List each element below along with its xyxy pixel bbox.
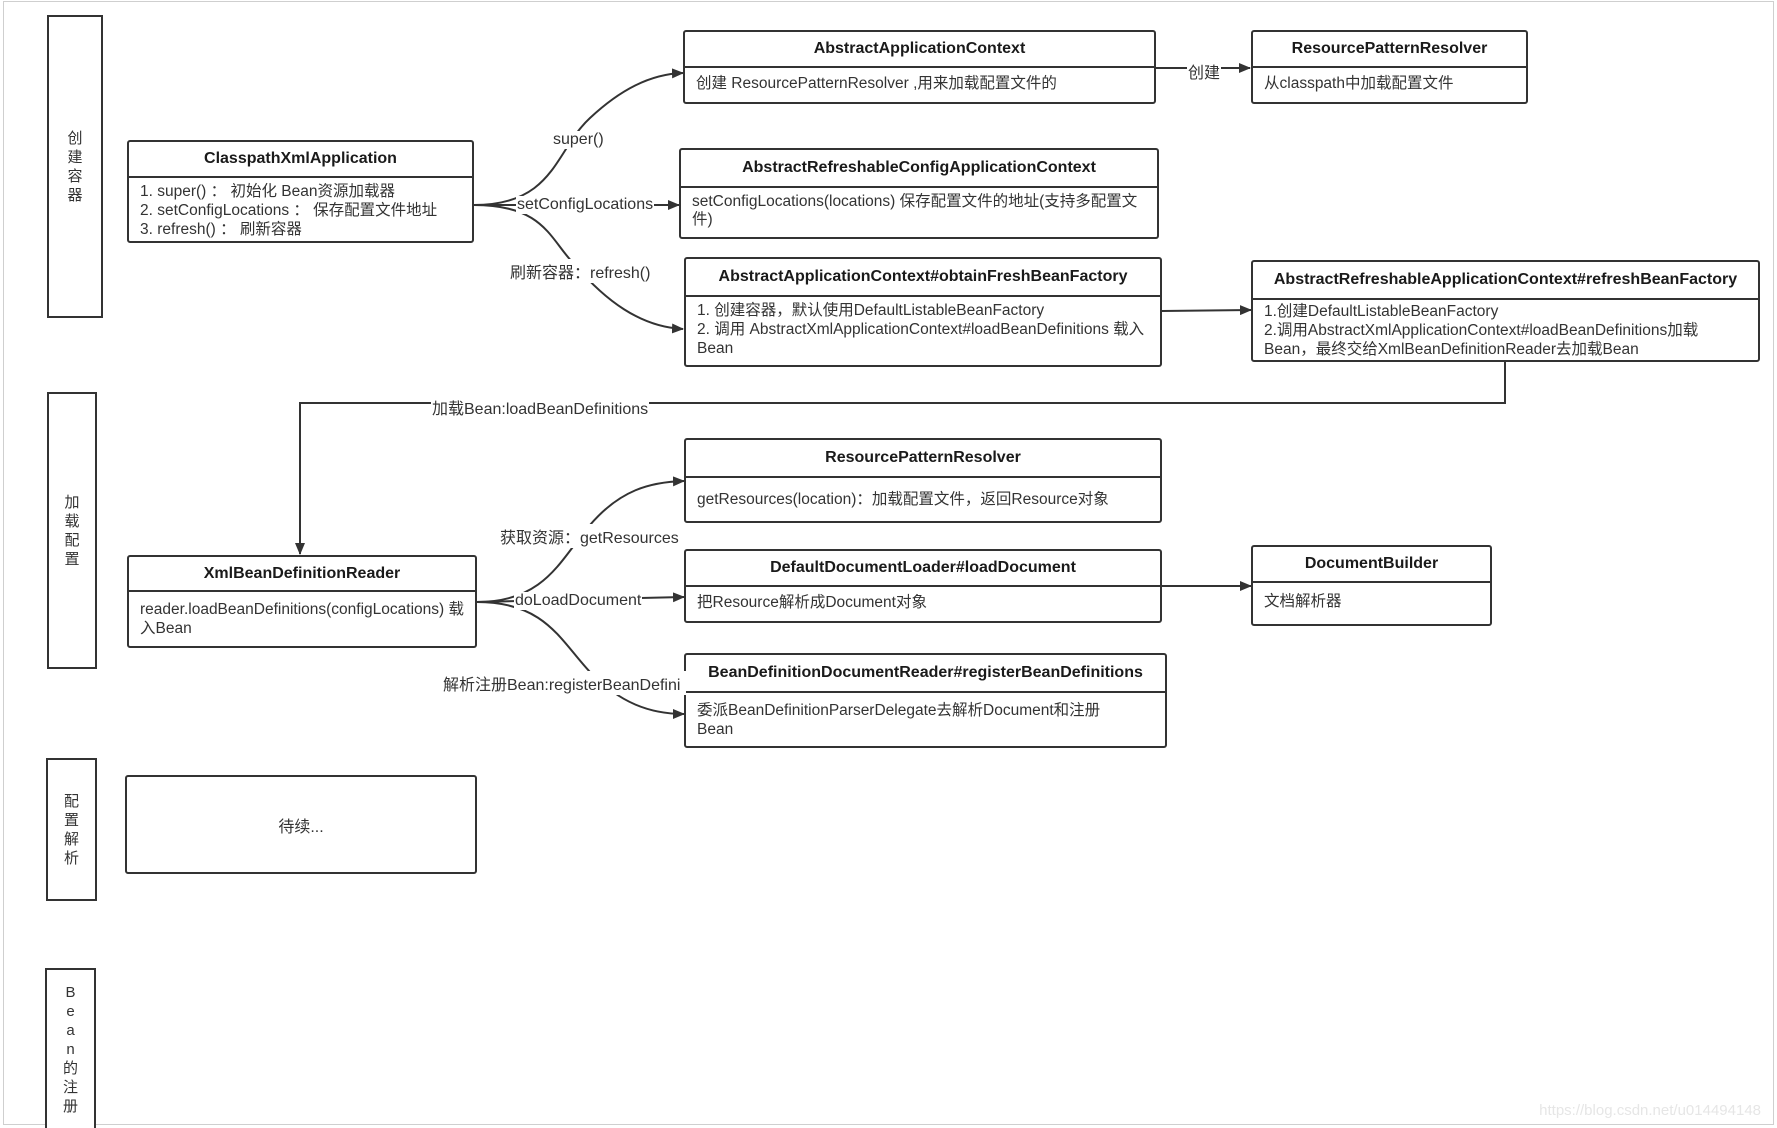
node-xml-bean-definition-reader[interactable]: XmlBeanDefinitionReader reader.loadBeanD…	[127, 555, 477, 648]
node-title: ClasspathXmlApplication	[129, 142, 472, 178]
diagram-frame	[3, 1, 1774, 1125]
node-title: AbstractApplicationContext#obtainFreshBe…	[686, 259, 1160, 297]
node-body: getResources(location)：加载配置文件，返回Resource…	[686, 478, 1160, 515]
node-title: AbstractRefreshableApplicationContext#re…	[1253, 262, 1758, 300]
node-body: 从classpath中加载配置文件	[1253, 68, 1526, 99]
node-body: 1. 创建容器，默认使用DefaultListableBeanFactory 2…	[686, 297, 1160, 364]
watermark: https://blog.csdn.net/u014494148	[1539, 1102, 1761, 1119]
node-title: AbstractRefreshableConfigApplicationCont…	[681, 150, 1157, 188]
node-line: 1. 创建容器，默认使用DefaultListableBeanFactory	[697, 302, 1045, 319]
node-title: ResourcePatternResolver	[686, 440, 1160, 478]
edge-label-do-load-document: doLoadDocument	[514, 592, 643, 610]
node-line: 1. super() ： 初始化 Bean资源加载器	[140, 183, 395, 200]
lane-label: 配 置 解 析	[63, 792, 79, 867]
lane-label: 创 建 容 器	[67, 129, 83, 204]
edge-label-create: 创建	[1187, 59, 1222, 83]
node-title: ResourcePatternResolver	[1253, 32, 1526, 68]
node-obtain-fresh-bean-factory[interactable]: AbstractApplicationContext#obtainFreshBe…	[684, 257, 1162, 367]
node-body: 委派BeanDefinitionParserDelegate去解析Documen…	[686, 693, 1165, 745]
edge-load-bean	[295, 362, 1506, 555]
node-title: DocumentBuilder	[1253, 547, 1490, 583]
node-body: 创建 ResourcePatternResolver ,用来加载配置文件的	[685, 68, 1154, 99]
node-default-document-loader[interactable]: DefaultDocumentLoader#loadDocument 把Reso…	[684, 549, 1162, 623]
lane-label: B e a n 的 注 册	[62, 983, 78, 1115]
lane-bean-register: B e a n 的 注 册	[45, 968, 96, 1128]
edge-label-get-resources: 获取资源：getResources	[499, 524, 680, 548]
node-line: 从classpath中加载配置文件	[1264, 75, 1454, 92]
node-body: 把Resource解析成Document对象	[686, 587, 1160, 618]
edge-label-refresh: 刷新容器：refresh()	[509, 259, 652, 283]
node-abstract-refreshable-config-application-context[interactable]: AbstractRefreshableConfigApplicationCont…	[679, 148, 1159, 239]
edge-label-super: super()	[552, 131, 605, 149]
node-title: XmlBeanDefinitionReader	[129, 557, 475, 592]
edge-fresh-to-refresh	[1161, 305, 1252, 316]
node-bean-definition-document-reader[interactable]: BeanDefinitionDocumentReader#registerBea…	[684, 653, 1167, 748]
node-line: 2.调用AbstractXmlApplicationContext#loadBe…	[1264, 322, 1699, 358]
node-line: getResources(location)：加载配置文件，返回Resource…	[697, 491, 1109, 508]
edge-label-load-bean: 加载Bean:loadBeanDefinitions	[431, 395, 650, 419]
node-line: 文档解析器	[1264, 593, 1342, 610]
node-line: 2. setConfigLocations ： 保存配置文件地址	[140, 202, 438, 219]
lane-label: 加 载 配 置	[64, 493, 80, 568]
lane-config-parse: 配 置 解 析	[46, 758, 97, 901]
node-body: reader.loadBeanDefinitions(configLocatio…	[129, 592, 475, 644]
edge-label-set-config-locations: setConfigLocations	[516, 196, 655, 214]
node-document-builder[interactable]: DocumentBuilder 文档解析器	[1251, 545, 1492, 626]
node-line: 3. refresh() ： 刷新容器	[140, 221, 302, 238]
node-line: 委派BeanDefinitionParserDelegate去解析Documen…	[697, 702, 1101, 738]
node-to-be-continued[interactable]: 待续...	[125, 775, 477, 874]
node-title: DefaultDocumentLoader#loadDocument	[686, 551, 1160, 587]
node-text: 待续...	[278, 818, 324, 836]
node-body: 1.创建DefaultListableBeanFactory 2.调用Abstr…	[1253, 300, 1758, 365]
edge-super	[473, 68, 684, 206]
node-line: 1.创建DefaultListableBeanFactory	[1264, 303, 1499, 320]
node-body: setConfigLocations(locations) 保存配置文件的地址(…	[681, 188, 1157, 235]
node-line: 2. 调用 AbstractXmlApplicationContext#load…	[697, 321, 1145, 357]
lane-create-container: 创 建 容 器	[47, 15, 103, 318]
node-line: reader.loadBeanDefinitions(configLocatio…	[140, 601, 464, 637]
node-refresh-bean-factory[interactable]: AbstractRefreshableApplicationContext#re…	[1251, 260, 1760, 362]
edge-register-bean	[476, 601, 685, 719]
node-resource-pattern-resolver-mid[interactable]: ResourcePatternResolver getResources(loc…	[684, 438, 1162, 523]
node-title: BeanDefinitionDocumentReader#registerBea…	[686, 655, 1165, 693]
node-line: 把Resource解析成Document对象	[697, 594, 927, 611]
node-resource-pattern-resolver-top[interactable]: ResourcePatternResolver 从classpath中加载配置文…	[1251, 30, 1528, 104]
edge-label-register-bean: 解析注册Bean:registerBeanDefini	[442, 671, 686, 695]
node-line: 创建 ResourcePatternResolver ,用来加载配置文件的	[696, 75, 1057, 92]
node-classpath-xml-application[interactable]: ClasspathXmlApplication 1. super() ： 初始化…	[127, 140, 474, 243]
node-abstract-application-context[interactable]: AbstractApplicationContext 创建 ResourcePa…	[683, 30, 1156, 104]
node-body: 文档解析器	[1253, 583, 1490, 617]
lane-load-config: 加 载 配 置	[47, 392, 97, 669]
node-body: 1. super() ： 初始化 Bean资源加载器 2. setConfigL…	[129, 178, 472, 245]
node-line: setConfigLocations(locations) 保存配置文件的地址(…	[692, 193, 1138, 228]
node-title: AbstractApplicationContext	[685, 32, 1154, 68]
